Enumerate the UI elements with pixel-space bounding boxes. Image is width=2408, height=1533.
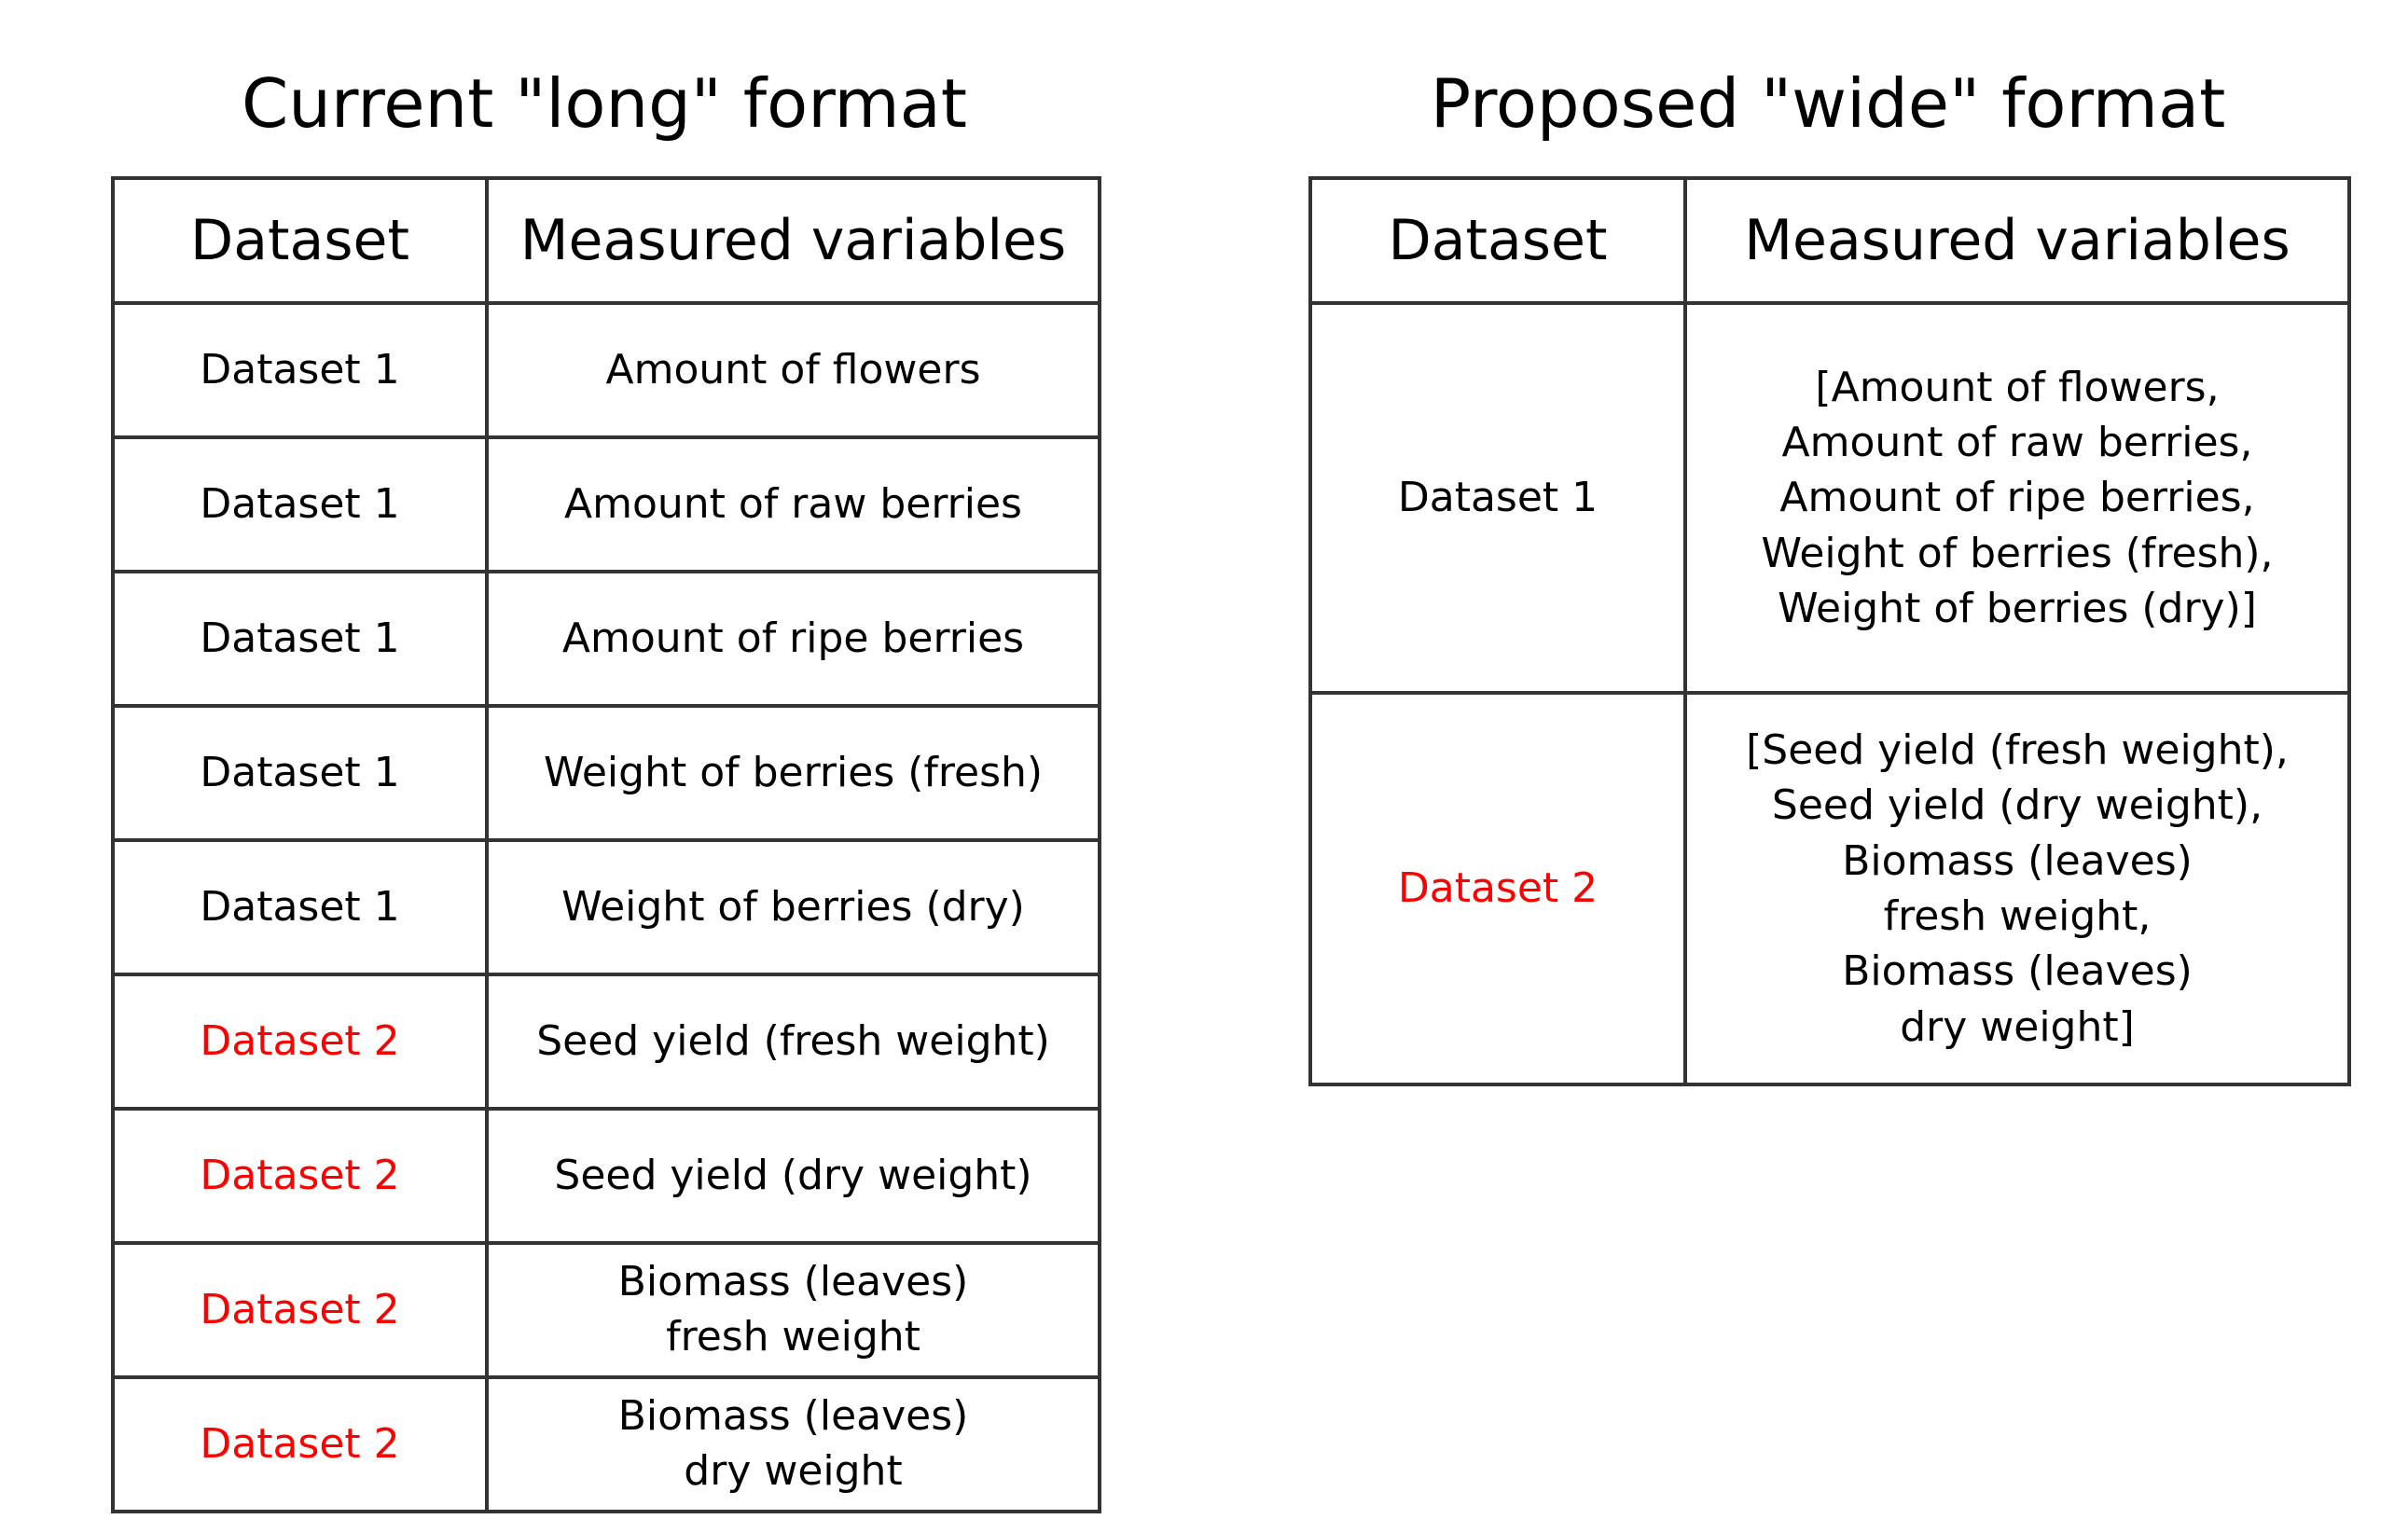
table-header-row: Dataset Measured variables: [1308, 176, 2351, 305]
dataset-cell: Dataset 2: [1308, 691, 1687, 1086]
dataset-cell: Dataset 1: [111, 704, 489, 842]
dataset-cell: Dataset 2: [111, 1107, 489, 1245]
variables-cell: Biomass (leaves) dry weight: [485, 1375, 1101, 1513]
right-panel-title: Proposed "wide" format: [1430, 64, 2226, 143]
dataset-cell: Dataset 1: [111, 570, 489, 708]
variables-cell: Amount of flowers: [485, 301, 1101, 439]
table-row: Dataset 1 Amount of flowers: [111, 301, 1101, 439]
column-header-dataset: Dataset: [1308, 176, 1687, 305]
dataset-cell: Dataset 1: [1308, 301, 1687, 695]
table-row: Dataset 2 Seed yield (fresh weight): [111, 973, 1101, 1111]
dataset-cell: Dataset 1: [111, 838, 489, 976]
table-row: Dataset 2 Biomass (leaves) fresh weight: [111, 1241, 1101, 1379]
variables-cell: Weight of berries (fresh): [485, 704, 1101, 842]
wide-format-table: Dataset Measured variables Dataset 1 [Am…: [1308, 176, 2351, 1086]
variables-cell: Seed yield (dry weight): [485, 1107, 1101, 1245]
column-header-dataset: Dataset: [111, 176, 489, 305]
variables-cell: Amount of raw berries: [485, 435, 1101, 573]
table-row: Dataset 1 Amount of ripe berries: [111, 570, 1101, 708]
variables-cell: Weight of berries (dry): [485, 838, 1101, 976]
left-panel-title: Current "long" format: [241, 64, 968, 143]
table-row: Dataset 1 Weight of berries (dry): [111, 838, 1101, 976]
table-row: Dataset 2 Biomass (leaves) dry weight: [111, 1375, 1101, 1513]
table-row: Dataset 2 [Seed yield (fresh weight), Se…: [1308, 691, 2351, 1086]
long-format-table: Dataset Measured variables Dataset 1 Amo…: [111, 176, 1101, 1513]
dataset-cell: Dataset 1: [111, 301, 489, 439]
column-header-variables: Measured variables: [1683, 176, 2351, 305]
table-row: Dataset 1 Weight of berries (fresh): [111, 704, 1101, 842]
column-header-variables: Measured variables: [485, 176, 1101, 305]
table-row: Dataset 2 Seed yield (dry weight): [111, 1107, 1101, 1245]
table-row: Dataset 1 Amount of raw berries: [111, 435, 1101, 573]
dataset-cell: Dataset 2: [111, 973, 489, 1111]
variables-cell: Amount of ripe berries: [485, 570, 1101, 708]
variables-cell: [Amount of flowers, Amount of raw berrie…: [1683, 301, 2351, 695]
variables-cell: Seed yield (fresh weight): [485, 973, 1101, 1111]
dataset-cell: Dataset 2: [111, 1241, 489, 1379]
table-header-row: Dataset Measured variables: [111, 176, 1101, 305]
dataset-cell: Dataset 2: [111, 1375, 489, 1513]
variables-cell: [Seed yield (fresh weight), Seed yield (…: [1683, 691, 2351, 1086]
dataset-cell: Dataset 1: [111, 435, 489, 573]
variables-cell: Biomass (leaves) fresh weight: [485, 1241, 1101, 1379]
table-row: Dataset 1 [Amount of flowers, Amount of …: [1308, 301, 2351, 695]
